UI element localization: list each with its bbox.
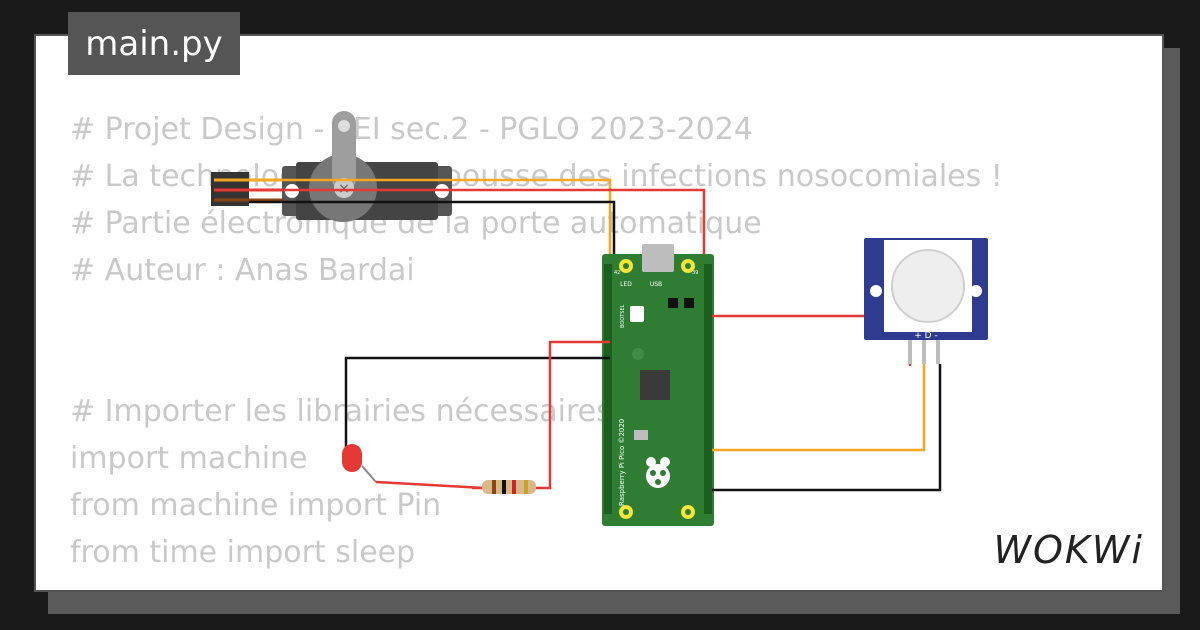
raspberry-pi-pico[interactable]: LED USB 42 39 BOOTSEL Raspberry Pi Pico …	[602, 244, 714, 526]
usb-label: USB	[650, 281, 662, 288]
raspberry-logo-icon	[646, 457, 670, 488]
bootsel-label: BOOTSEL	[620, 304, 626, 328]
bootsel-button[interactable]	[630, 306, 644, 322]
wire-servo-power	[249, 188, 706, 268]
file-tab[interactable]: main.py	[68, 12, 240, 75]
pir-pin-labels: + D -	[914, 331, 937, 341]
servo-motor[interactable]: ×	[211, 111, 452, 222]
header-pins	[604, 264, 712, 514]
code-line: from time import sleep	[70, 535, 416, 570]
circuit-diagram: × LED USB 42	[211, 111, 988, 526]
code-line: from machine import Pin	[70, 488, 442, 523]
red-led[interactable]	[342, 444, 485, 490]
code-line: # Auteur : Anas Bardai	[70, 253, 415, 288]
preview-card: # Projet Design - EEI sec.2 - PGLO 2023-…	[34, 34, 1164, 592]
wire-servo-signal	[249, 178, 612, 268]
resistor[interactable]	[482, 480, 536, 494]
code-line: # Importer les librairies nécessaires	[70, 394, 612, 429]
usb-port	[642, 244, 674, 272]
board-name: Raspberry Pi Pico ©2020	[618, 419, 626, 506]
wokwi-logo: WOKWi	[993, 528, 1144, 572]
wire-led-signal	[472, 340, 610, 490]
pin-label: 42	[614, 270, 620, 276]
rp2040-chip	[640, 370, 670, 400]
wire-pir-data	[712, 364, 926, 452]
wire-pir-ground	[712, 364, 942, 492]
pir-sensor[interactable]: + D -	[864, 238, 988, 364]
pin-label: 39	[692, 270, 698, 276]
code-line: import machine	[70, 441, 308, 476]
wire-servo-ground	[249, 200, 616, 276]
wire-led-ground	[344, 356, 610, 456]
led-label: LED	[620, 281, 632, 288]
